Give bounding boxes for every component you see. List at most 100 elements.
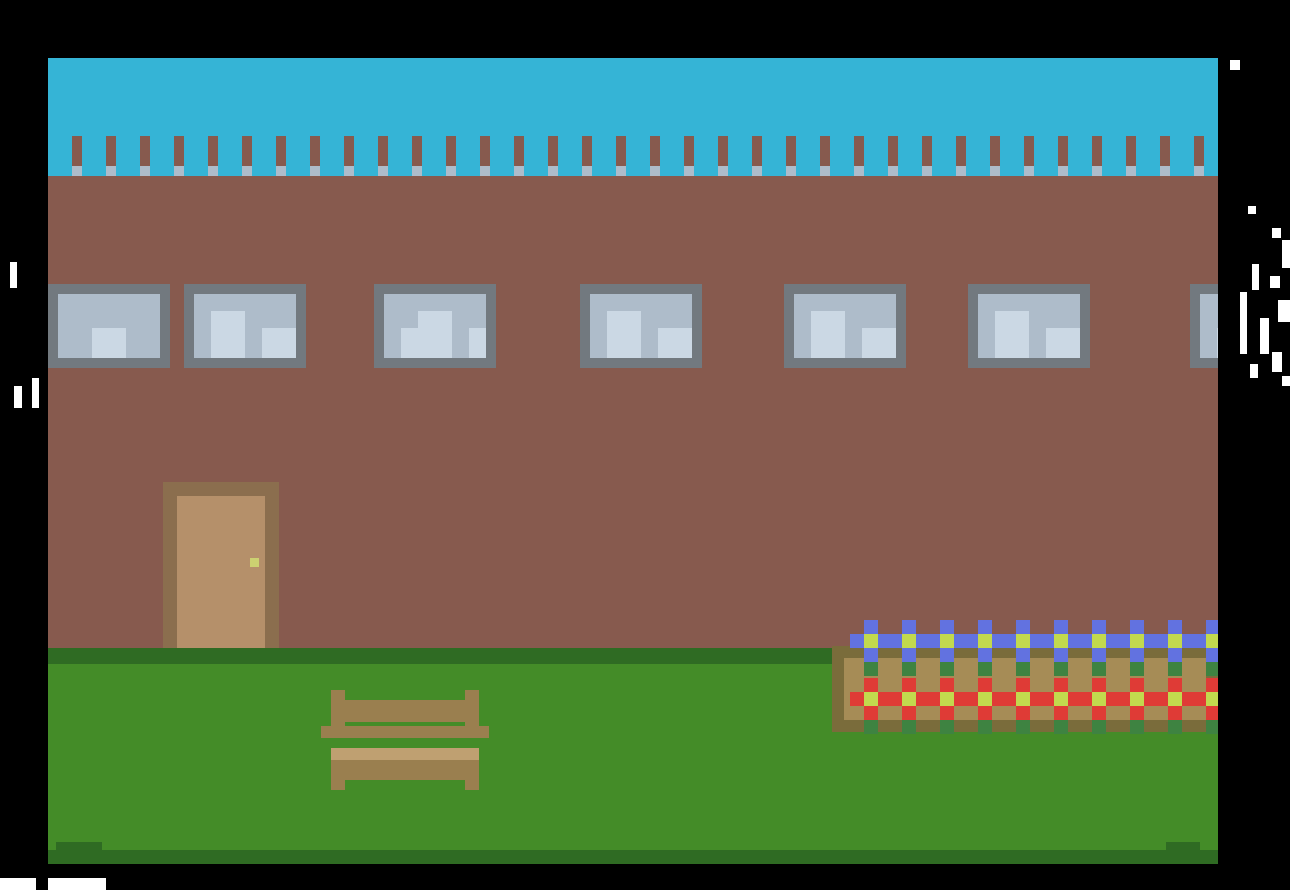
flower-petal-left: [964, 634, 978, 648]
window-glass-1: [58, 294, 160, 358]
park-bench[interactable]: [321, 690, 489, 790]
battlement-slot: [728, 136, 752, 176]
window-glass-2: [194, 294, 296, 358]
battlement-post: [72, 136, 82, 176]
flower-1-7[interactable]: [1078, 620, 1120, 690]
battlement-slot: [1170, 136, 1194, 176]
flower-2-3[interactable]: [926, 678, 968, 748]
battlement-footer: [888, 166, 898, 176]
flower-petal-top: [1206, 678, 1218, 692]
battlement-post: [480, 136, 490, 176]
flower-petal-top: [1168, 678, 1182, 692]
front-door[interactable]: [163, 482, 279, 648]
battlement-footer: [582, 166, 592, 176]
flower-petal-top: [1016, 620, 1030, 634]
battlement-post: [854, 136, 864, 176]
window-highlight-4-4: [675, 328, 692, 345]
window-frame-6[interactable]: [968, 284, 1090, 368]
flower-petal-top: [902, 678, 916, 692]
flower-2-8[interactable]: [1116, 678, 1158, 748]
battlement-slot: [898, 136, 922, 176]
battlement-slot: [286, 136, 310, 176]
battlement-footer: [990, 166, 1000, 176]
battlement-post: [888, 136, 898, 176]
battlement-footer: [684, 166, 694, 176]
battlement-footer: [1092, 166, 1102, 176]
flower-petal-bottom: [1206, 648, 1218, 662]
flower-core: [978, 634, 992, 648]
flower-1-9[interactable]: [1154, 620, 1196, 690]
battlement-post: [446, 136, 456, 176]
window-frame-3[interactable]: [374, 284, 496, 368]
flower-2-1[interactable]: [850, 678, 892, 748]
flower-petal-bottom: [940, 648, 954, 662]
flower-core: [864, 634, 878, 648]
right-mark-2: [1272, 228, 1281, 238]
flower-petal-top: [1168, 620, 1182, 634]
flower-1-6[interactable]: [1040, 620, 1082, 690]
flower-petal-top: [1016, 678, 1030, 692]
window-glass-7: [1200, 294, 1218, 358]
battlement-post: [106, 136, 116, 176]
flower-petal-left: [1002, 634, 1016, 648]
flower-petal-left: [1154, 634, 1168, 648]
battlement-slot: [82, 136, 106, 176]
bench-backrest: [331, 700, 479, 722]
flower-petal-top: [1092, 678, 1106, 692]
right-mark-4: [1252, 264, 1259, 290]
right-mark-10: [1250, 364, 1258, 378]
battlement-footer: [208, 166, 218, 176]
battlement-slot: [694, 136, 718, 176]
battlement-slot: [388, 136, 412, 176]
flower-2-2[interactable]: [888, 678, 930, 748]
flower-1-8[interactable]: [1116, 620, 1158, 690]
battlement-footer: [140, 166, 150, 176]
bench-seat: [331, 760, 479, 780]
flower-core: [1016, 692, 1030, 706]
battlement-slot: [1204, 136, 1218, 176]
right-mark-6: [1278, 300, 1290, 322]
battlement-post: [718, 136, 728, 176]
left-mark-2: [14, 386, 22, 408]
flower-2-6[interactable]: [1040, 678, 1082, 748]
battlement-footer: [548, 166, 558, 176]
flower-petal-bottom: [902, 648, 916, 662]
door-knob[interactable]: [250, 558, 259, 567]
flower-petal-bottom: [902, 706, 916, 720]
flower-2-7[interactable]: [1078, 678, 1120, 748]
bottom-left-mark-2: [48, 878, 106, 890]
flower-petal-top: [978, 620, 992, 634]
battlement-post: [514, 136, 524, 176]
flower-core: [1130, 634, 1144, 648]
flower-petal-left: [1116, 692, 1130, 706]
window-frame-7[interactable]: [1190, 284, 1218, 368]
battlement-slot: [796, 136, 820, 176]
flower-petal-bottom: [1092, 648, 1106, 662]
flower-2-9[interactable]: [1154, 678, 1196, 748]
flower-petal-bottom: [1168, 706, 1182, 720]
window-frame-4[interactable]: [580, 284, 702, 368]
flower-petal-top: [864, 678, 878, 692]
flower-petal-bottom: [864, 648, 878, 662]
flower-2-4[interactable]: [964, 678, 1006, 748]
battlement-footer: [1024, 166, 1034, 176]
battlement-post: [956, 136, 966, 176]
flower-1-2[interactable]: [888, 620, 930, 690]
right-mark-11: [1282, 376, 1290, 386]
window-frame-5[interactable]: [784, 284, 906, 368]
window-frame-2[interactable]: [184, 284, 306, 368]
window-frame-1[interactable]: [48, 284, 170, 368]
battlement-post: [922, 136, 932, 176]
left-mark-1: [10, 262, 17, 288]
battlement-slot: [1102, 136, 1126, 176]
flower-petal-bottom: [1168, 648, 1182, 662]
flower-petal-top: [1054, 678, 1068, 692]
flower-2-10[interactable]: [1192, 678, 1218, 748]
flower-2-5[interactable]: [1002, 678, 1044, 748]
battlement-post: [208, 136, 218, 176]
battlement-slot: [830, 136, 854, 176]
flower-1-10[interactable]: [1192, 620, 1218, 690]
flower-core: [940, 634, 954, 648]
battlement-slot: [48, 136, 72, 176]
